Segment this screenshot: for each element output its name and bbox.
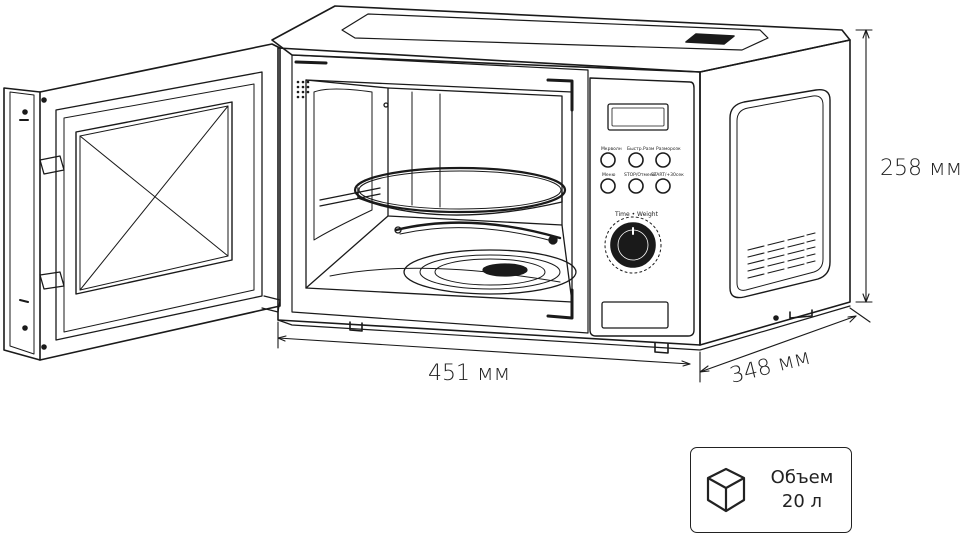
button-defrost[interactable] bbox=[655, 152, 671, 168]
label-menu: Меню bbox=[602, 172, 616, 178]
button-quick-defrost[interactable] bbox=[628, 152, 644, 168]
microwave-body bbox=[271, 5, 851, 354]
open-door bbox=[3, 43, 281, 361]
dimension-lines bbox=[277, 29, 873, 383]
button-stop[interactable] bbox=[628, 178, 644, 194]
depth-dimension-label: 348 мм bbox=[727, 345, 813, 389]
label-microwave: Мкрволн bbox=[601, 146, 622, 152]
control-labels: Мкрволн Быстр.Разм Разморозк Меню STOP/О… bbox=[601, 146, 684, 218]
volume-value: 20 л bbox=[781, 491, 823, 512]
label-start: START/+30сек bbox=[651, 172, 684, 178]
button-microwave[interactable] bbox=[600, 152, 616, 168]
volume-title: Объем bbox=[770, 467, 834, 488]
dial-label: Time • Weight bbox=[614, 211, 659, 218]
label-defrost: Разморозк bbox=[656, 146, 681, 152]
label-stop: STOP/Отмена bbox=[624, 172, 656, 178]
button-start[interactable] bbox=[655, 178, 671, 194]
height-dimension-label: 258 мм bbox=[880, 156, 962, 181]
oven-cavity bbox=[294, 60, 577, 320]
control-panel bbox=[589, 77, 695, 337]
cube-icon bbox=[706, 467, 746, 513]
display bbox=[607, 103, 669, 131]
width-dimension-label: 451 мм bbox=[428, 361, 510, 386]
volume-badge: Объем 20 л bbox=[690, 447, 852, 533]
button-menu[interactable] bbox=[600, 178, 616, 194]
label-quick-defrost: Быстр.Разм bbox=[627, 146, 654, 152]
